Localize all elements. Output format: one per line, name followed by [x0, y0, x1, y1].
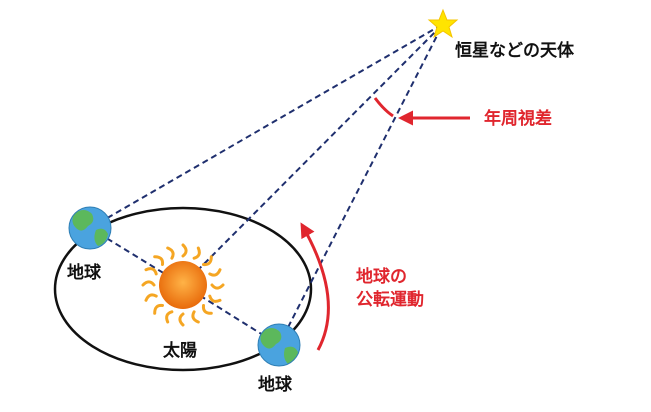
sun-ray — [166, 246, 175, 260]
sun-ray — [192, 246, 201, 260]
earth-orbit — [53, 206, 313, 372]
sun-rays — [141, 243, 225, 327]
sun-ray — [178, 312, 185, 327]
star-icon — [427, 8, 459, 39]
sun-icon — [141, 243, 225, 327]
star-label: 恒星などの天体 — [455, 40, 575, 61]
orbit-motion-label-line1: 地球の — [356, 266, 407, 287]
earth-label-left: 地球 — [67, 262, 102, 283]
sight-line-earth2 — [278, 23, 444, 346]
sun-ray — [141, 280, 156, 287]
orbit-motion-label-line2: 公転運動 — [356, 289, 424, 310]
earth-icon — [257, 323, 301, 367]
sun-ray — [202, 255, 213, 267]
sun-ray — [208, 294, 222, 303]
orbit-motion-arrow — [300, 222, 330, 351]
earth-label-bottom: 地球 — [258, 374, 293, 395]
sun-ray — [153, 303, 164, 315]
parallax-label: 年周視差 — [484, 108, 552, 129]
earth-icon — [68, 206, 112, 250]
sun-ray — [144, 267, 158, 276]
sun-ray — [153, 255, 165, 266]
sun-ray — [210, 283, 225, 290]
sun-ray — [181, 243, 188, 258]
sun-core — [159, 261, 207, 309]
sight-line-earth1 — [89, 23, 444, 229]
parallax-angle-arc — [373, 97, 394, 118]
sun-ray — [201, 304, 213, 315]
sun-label: 太陽 — [163, 340, 197, 361]
sun-ray — [165, 310, 174, 324]
sight-line-sun — [182, 23, 444, 286]
sun-ray — [191, 310, 200, 324]
sun-ray — [208, 268, 222, 277]
sun-ray — [144, 293, 158, 302]
